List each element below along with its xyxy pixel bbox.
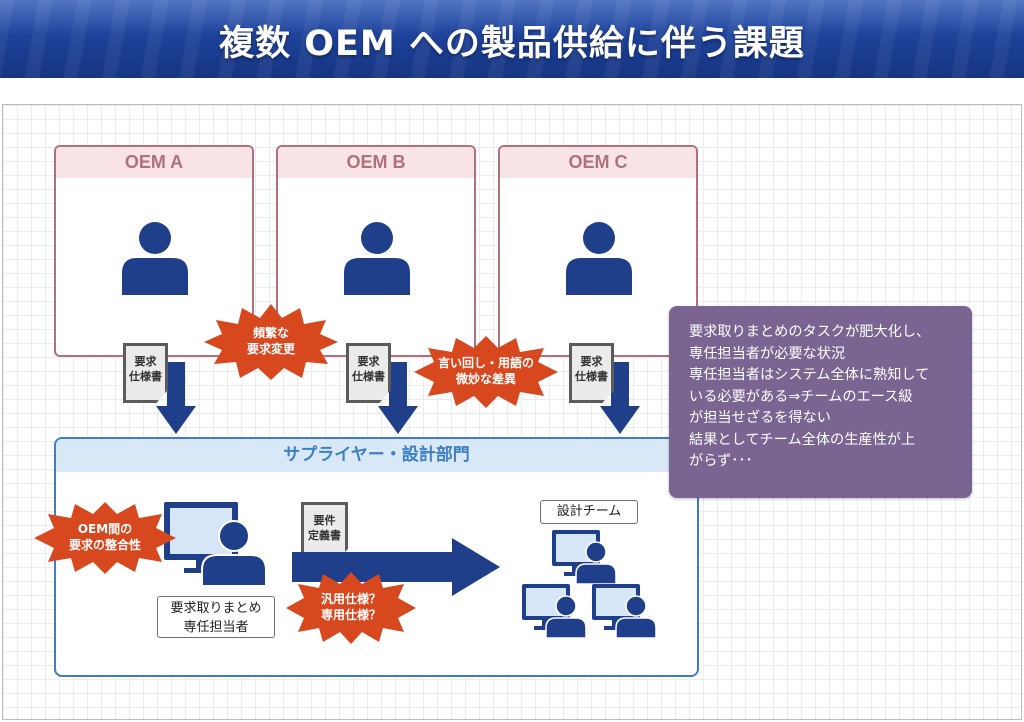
doc-label-line1: 要求	[580, 355, 603, 368]
burst-line2: 微妙な差異	[455, 372, 516, 386]
req-doc-line2: 定義書	[308, 529, 341, 542]
doc-label-line1: 要求	[134, 355, 157, 368]
oem-box-b: OEM B	[276, 145, 476, 357]
callout-line: 要求取りまとめのタスクが肥大化し、	[689, 324, 931, 340]
consistency-burst: OEM間の 要求の整合性	[34, 500, 176, 576]
generic-or-dedicated-burst: 汎用仕様？ 専用仕様？	[286, 570, 416, 646]
burst-line1: 汎用仕様？	[320, 592, 381, 606]
oem-a-label: OEM A	[56, 147, 252, 178]
wording-difference-burst: 言い回し・用語の 微妙な差異	[414, 334, 558, 410]
burst-line2: 要求変更	[246, 342, 295, 356]
oem-c-label: OEM C	[500, 147, 696, 178]
starburst-icon	[286, 572, 416, 644]
oem-b-label: OEM B	[278, 147, 474, 178]
burst-line2: 要求の整合性	[68, 538, 141, 552]
req-doc-line1: 要件	[313, 514, 336, 527]
frequent-changes-burst: 頻繁な 要求変更	[204, 302, 338, 382]
callout-line: が担当せざるを得ない	[689, 410, 831, 426]
doc-label-line2: 仕様書	[575, 370, 608, 383]
title-banner: 複数 OEM への製品供給に伴う課題	[0, 0, 1024, 78]
burst-line1: 頻繁な	[252, 326, 289, 340]
coordinator-label-line2: 専任担当者	[183, 620, 249, 635]
issue-callout: 要求取りまとめのタスクが肥大化し、 専任担当者が必要な状況 専任担当者はシステム…	[669, 306, 972, 498]
burst-line2: 専用仕様？	[320, 608, 381, 622]
oem-box-c: OEM C	[498, 145, 698, 357]
person-icon	[344, 222, 410, 295]
callout-line: がらず･･･	[689, 453, 753, 469]
callout-line: 専任担当者が必要な状況	[689, 345, 846, 362]
down-arrow-icon	[156, 362, 196, 434]
requirement-spec-document-icon: 要求 仕様書	[346, 343, 391, 403]
callout-line: いる必要がある⇒チームのエース級	[689, 388, 913, 405]
callout-line: 専任担当者はシステム全体に熟知して	[689, 367, 930, 383]
person-icon	[566, 222, 632, 295]
coordinator-label: 要求取りまとめ 専任担当者	[157, 596, 275, 638]
callout-line: 結果としてチーム全体の生産性が上	[689, 431, 916, 448]
doc-label-line2: 仕様書	[129, 370, 162, 383]
design-team-label: 設計チーム	[540, 500, 638, 524]
down-arrow-icon	[600, 362, 640, 434]
coordinator-label-line1: 要求取りまとめ	[170, 601, 262, 616]
requirement-spec-document-icon: 要求 仕様書	[569, 343, 614, 403]
burst-line1: 言い回し・用語の	[437, 356, 534, 370]
coordinator-at-monitor-icon	[164, 502, 267, 586]
down-arrow-icon	[378, 362, 418, 434]
starburst-icon	[414, 336, 558, 408]
starburst-icon	[34, 502, 176, 574]
page-title: 複数 OEM への製品供給に伴う課題	[219, 24, 805, 64]
requirement-spec-document-icon: 要求 仕様書	[123, 343, 168, 403]
starburst-icon	[204, 304, 338, 380]
person-icon	[122, 222, 188, 295]
design-team-icon	[522, 530, 657, 639]
burst-line1: OEM間の	[77, 522, 133, 536]
supplier-title: サプライヤー・設計部門	[56, 439, 697, 472]
doc-label-line1: 要求	[357, 355, 380, 368]
doc-label-line2: 仕様書	[352, 370, 385, 383]
